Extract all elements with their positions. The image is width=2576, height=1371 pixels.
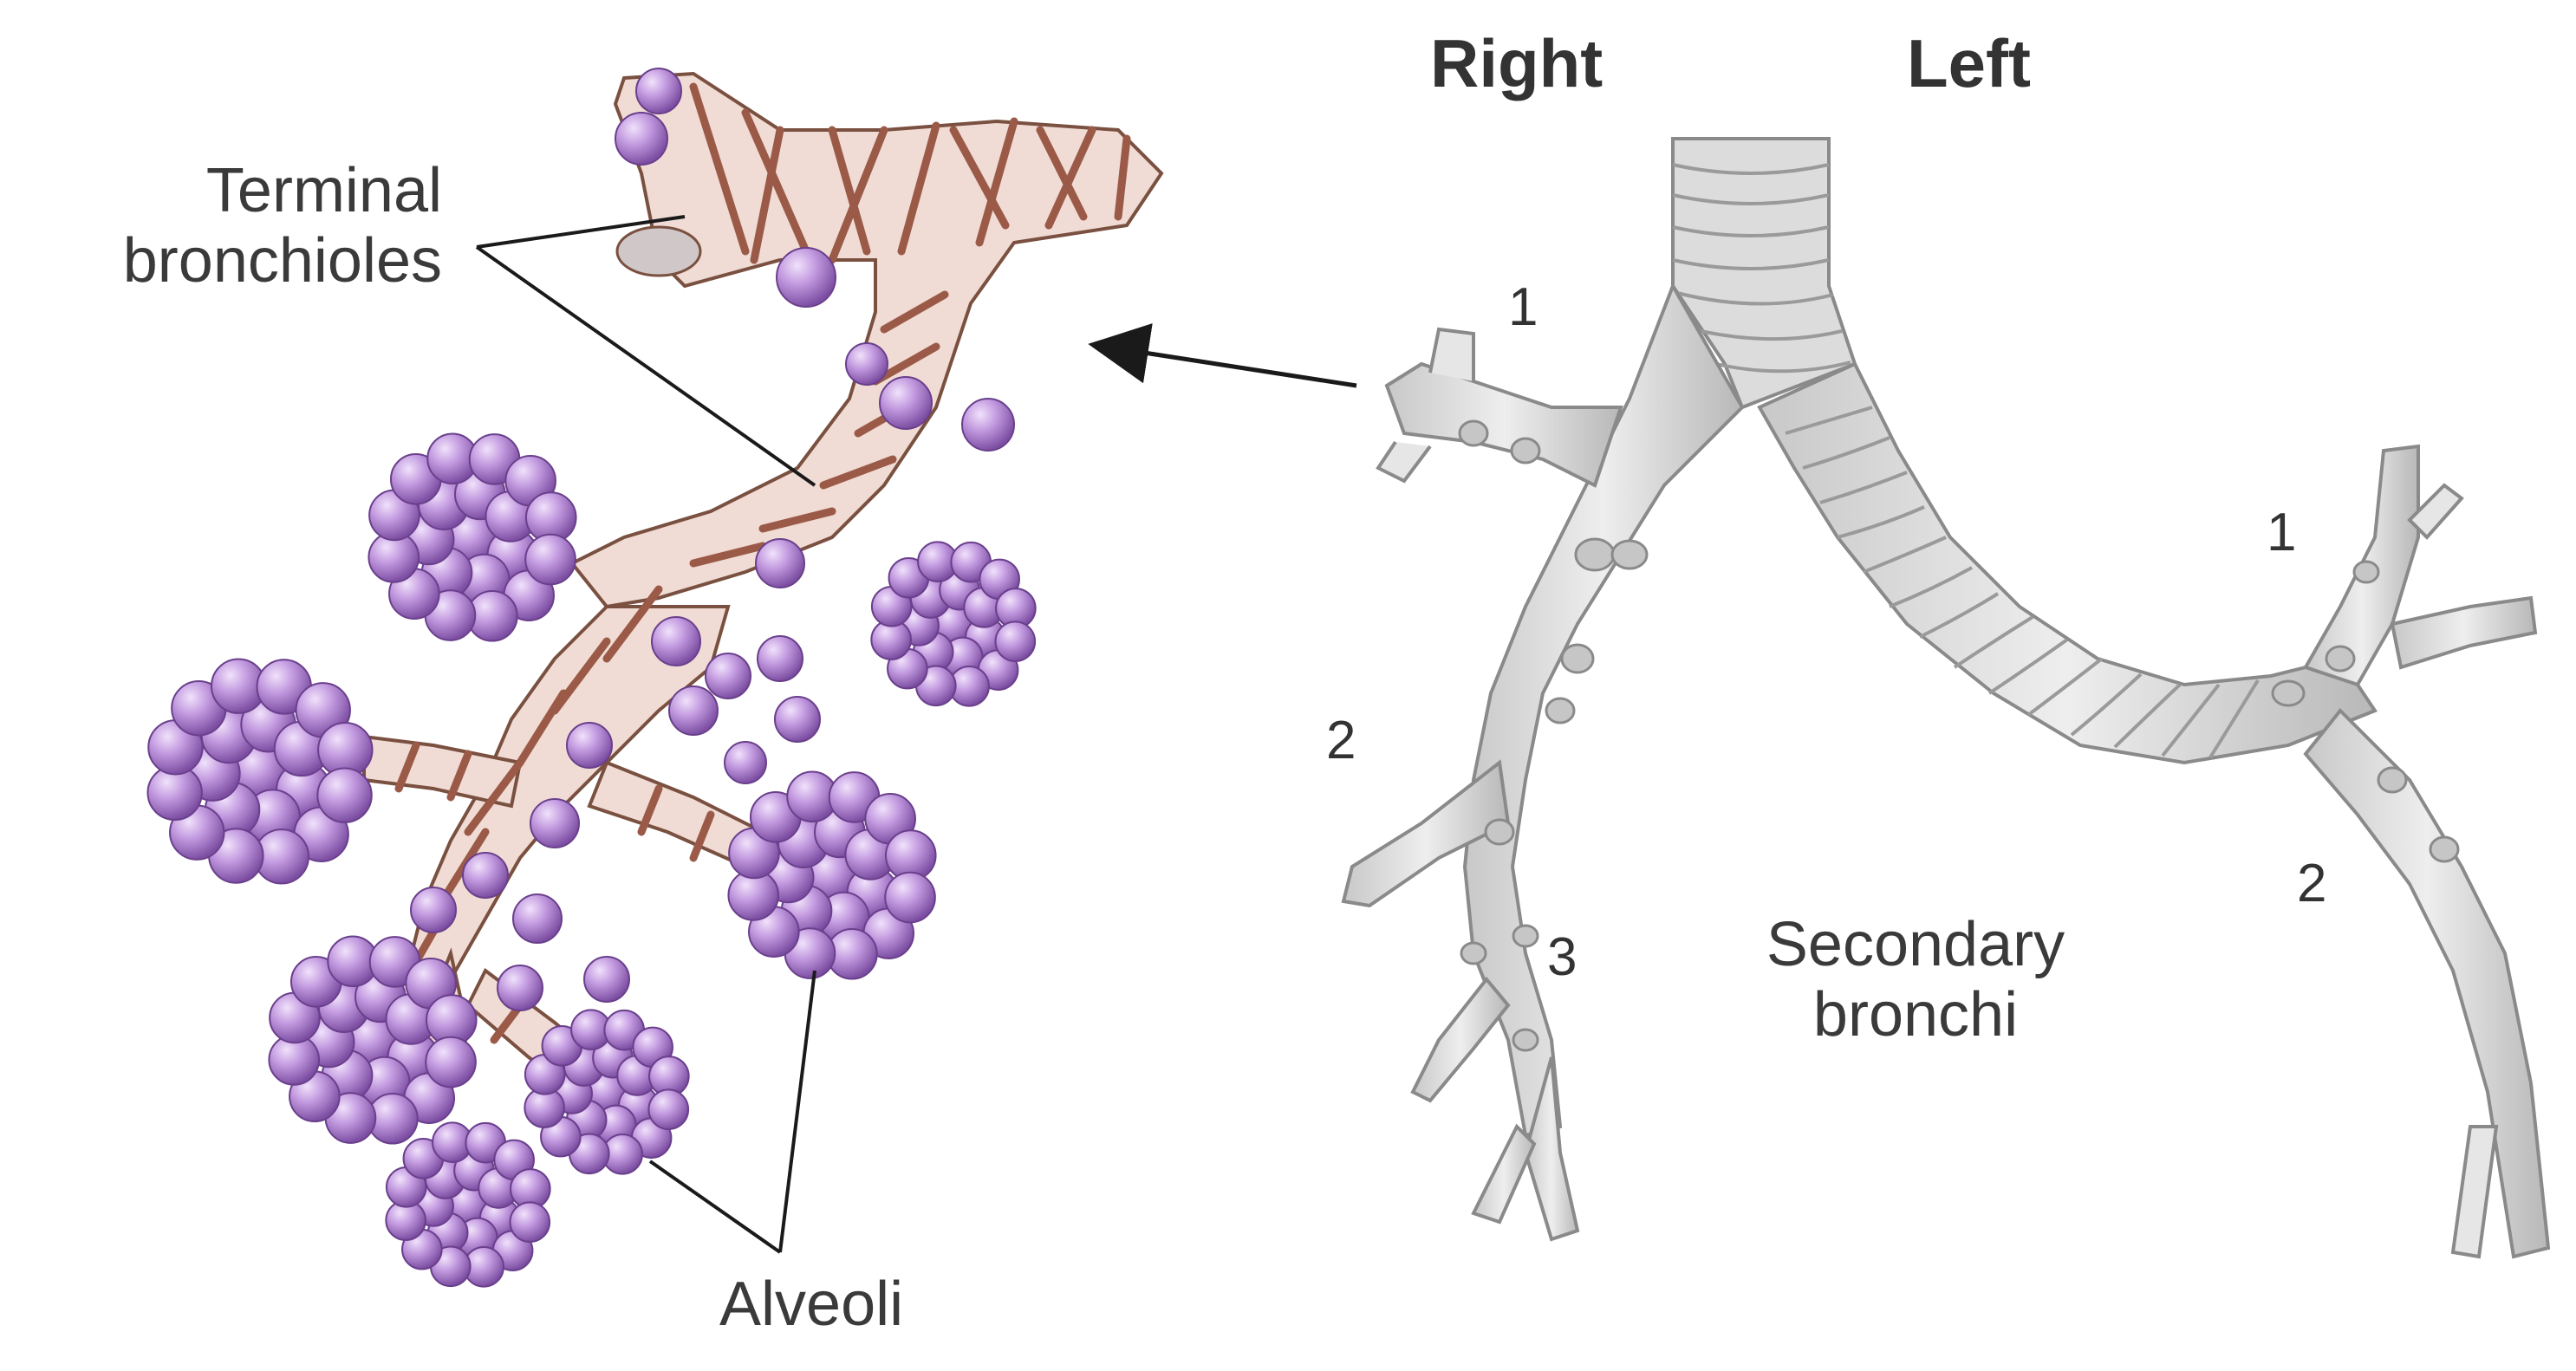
alveolus <box>583 956 630 1003</box>
right-branch-number-2: 2 <box>1326 711 1356 770</box>
alveolar-sac <box>368 432 577 642</box>
alveolus <box>651 616 701 666</box>
right-branch-number-1: 1 <box>1508 277 1538 337</box>
alveolar-sac <box>870 541 1037 707</box>
alveolus <box>668 686 719 736</box>
alveolus <box>462 852 509 899</box>
alveolus <box>755 538 805 588</box>
leader-terminal-lower <box>475 245 816 487</box>
left-branch-number-2: 2 <box>2297 854 2327 913</box>
alveolus <box>705 653 751 699</box>
alveolus <box>509 1201 551 1244</box>
right-branch-number-3: 3 <box>1547 927 1577 987</box>
alveolar-sac <box>146 658 374 885</box>
terminal-bronchioles-label: Terminal bronchioles <box>35 156 442 296</box>
alveolus <box>635 68 682 114</box>
alveolus <box>774 696 821 743</box>
bronchiole-detail <box>146 68 1164 1288</box>
alveolus <box>316 767 373 823</box>
alveolus <box>425 1036 477 1088</box>
detail-arrow <box>1088 323 1357 388</box>
leader-lines <box>475 215 816 1254</box>
alveolus <box>615 112 668 166</box>
alveolus <box>497 965 543 1011</box>
alveolus <box>879 376 933 430</box>
right-main-bronchus <box>1341 282 1745 1242</box>
leader-alveoli-right <box>778 970 816 1253</box>
alveolar-sac <box>727 770 937 980</box>
alveolus <box>961 398 1015 452</box>
alveolus <box>566 722 613 769</box>
alveolus <box>994 621 1037 663</box>
terminal-bronchioles-line-2: bronchioles <box>122 225 442 296</box>
alveolar-sac <box>268 935 478 1145</box>
alveolus <box>524 533 576 586</box>
alveolus <box>845 342 888 386</box>
left-branch-number-1: 1 <box>2267 503 2297 562</box>
secondary-bronchi-line-1: Secondary <box>1766 910 2065 979</box>
right-label: Right <box>1430 25 1603 101</box>
alveolus <box>647 1088 690 1131</box>
alveolus <box>530 798 580 848</box>
secondary-bronchi-line-2: bronchi <box>1812 979 2019 1049</box>
left-label: Left <box>1907 25 2031 101</box>
alveolus <box>512 893 563 944</box>
terminal-bronchioles-line-1: Terminal <box>205 156 442 225</box>
alveolus <box>410 887 457 933</box>
trachea <box>1671 137 1857 410</box>
secondary-bronchi-label: Secondary bronchi <box>1708 910 2124 1049</box>
alveolus <box>884 871 936 924</box>
leader-alveoli-left <box>648 1160 782 1254</box>
alveolus <box>757 635 803 682</box>
alveoli-label: Alveoli <box>719 1270 904 1339</box>
alveoli-clusters <box>146 68 1037 1288</box>
alveolus <box>724 741 767 784</box>
alveolus <box>776 247 836 308</box>
left-cartilage-plates <box>2271 560 2460 863</box>
left-bronchus-rings <box>1785 406 2260 759</box>
cartilage-plates <box>1458 419 1649 1052</box>
bronchial-tree <box>1341 137 2551 1259</box>
left-main-bronchus <box>1757 361 2551 1259</box>
alveolar-sac <box>385 1121 551 1288</box>
alveolar-sac <box>524 1009 690 1175</box>
leader-terminal-upper <box>476 215 686 249</box>
